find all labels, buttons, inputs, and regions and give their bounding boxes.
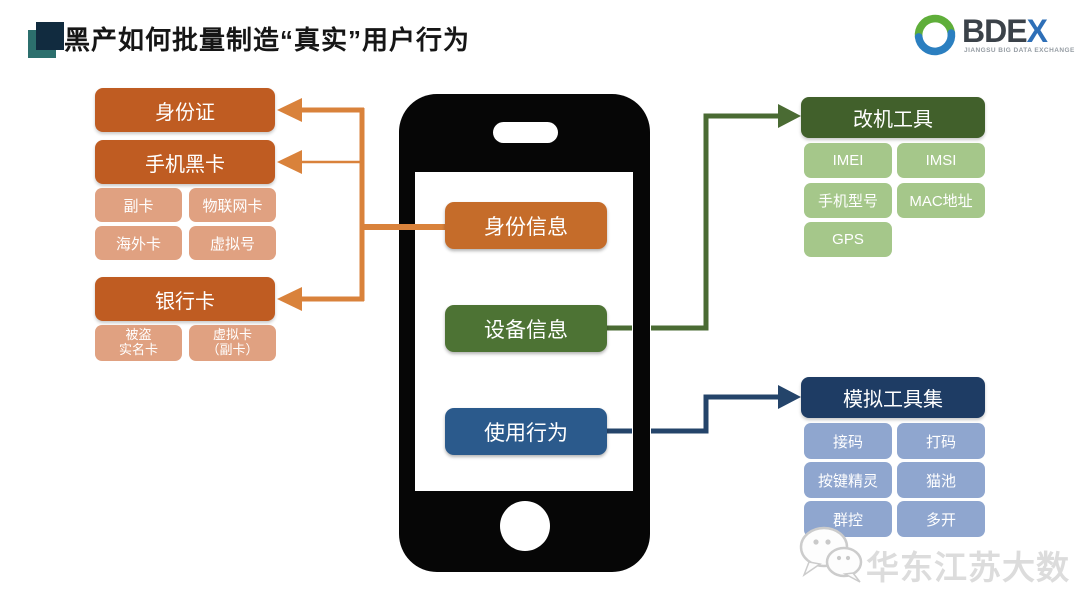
- node-sim-tool: 接码: [804, 423, 892, 459]
- phone-speaker: [493, 122, 558, 143]
- title-accent-square-navy: [36, 22, 64, 50]
- node-device-tool: GPS: [804, 222, 892, 257]
- node-bank-child: 虚拟卡 （副卡）: [189, 325, 276, 361]
- phone-home-button: [500, 501, 550, 551]
- node-sim-child: 海外卡: [95, 226, 182, 260]
- node-sim-child: 物联网卡: [189, 188, 276, 222]
- node-device-tool: IMSI: [897, 143, 985, 178]
- node-sim-tool: 猫池: [897, 462, 985, 498]
- logo-brand-x: X: [1026, 13, 1048, 49]
- node-sim-child: 虚拟号: [189, 226, 276, 260]
- bdex-swirl-icon: [914, 14, 956, 56]
- node-device-tool: MAC地址: [897, 183, 985, 218]
- arrow-left-icon: [277, 287, 302, 311]
- node-sim-child: 副卡: [95, 188, 182, 222]
- node-usage-behavior: 使用行为: [445, 408, 607, 455]
- node-identity-info: 身份信息: [445, 202, 607, 249]
- arrow-right-icon: [778, 104, 801, 128]
- arrow-left-icon: [277, 150, 302, 174]
- node-sim-tool: 按键精灵: [804, 462, 892, 498]
- arrow-left-icons: [277, 98, 302, 311]
- node-sim-tool: 打码: [897, 423, 985, 459]
- node-device-tool: 手机型号: [804, 183, 892, 218]
- node-bankcard: 银行卡: [95, 277, 275, 321]
- node-device-tools-header: 改机工具: [801, 97, 985, 138]
- arrow-left-icon: [277, 98, 302, 122]
- arrow-right-icon: [778, 385, 801, 409]
- wechat-icon: [799, 526, 863, 583]
- watermark-text: 华东江苏大数据: [866, 549, 1070, 586]
- page-title: 黑产如何批量制造“真实”用户行为: [64, 25, 471, 55]
- node-device-tool: IMEI: [804, 143, 892, 178]
- node-device-info: 设备信息: [445, 305, 607, 352]
- logo-brand: BDEX: [962, 13, 1048, 50]
- logo-brand-bde: BDE: [962, 13, 1028, 49]
- logo-tagline: JIANGSU BIG DATA EXCHANGE: [964, 47, 1075, 54]
- node-sim-blackcard: 手机黑卡: [95, 140, 275, 184]
- node-sim-tools-header: 模拟工具集: [801, 377, 985, 418]
- node-bank-child: 被盗 实名卡: [95, 325, 182, 361]
- node-sim-tool: 多开: [897, 501, 985, 537]
- node-idcard: 身份证: [95, 88, 275, 132]
